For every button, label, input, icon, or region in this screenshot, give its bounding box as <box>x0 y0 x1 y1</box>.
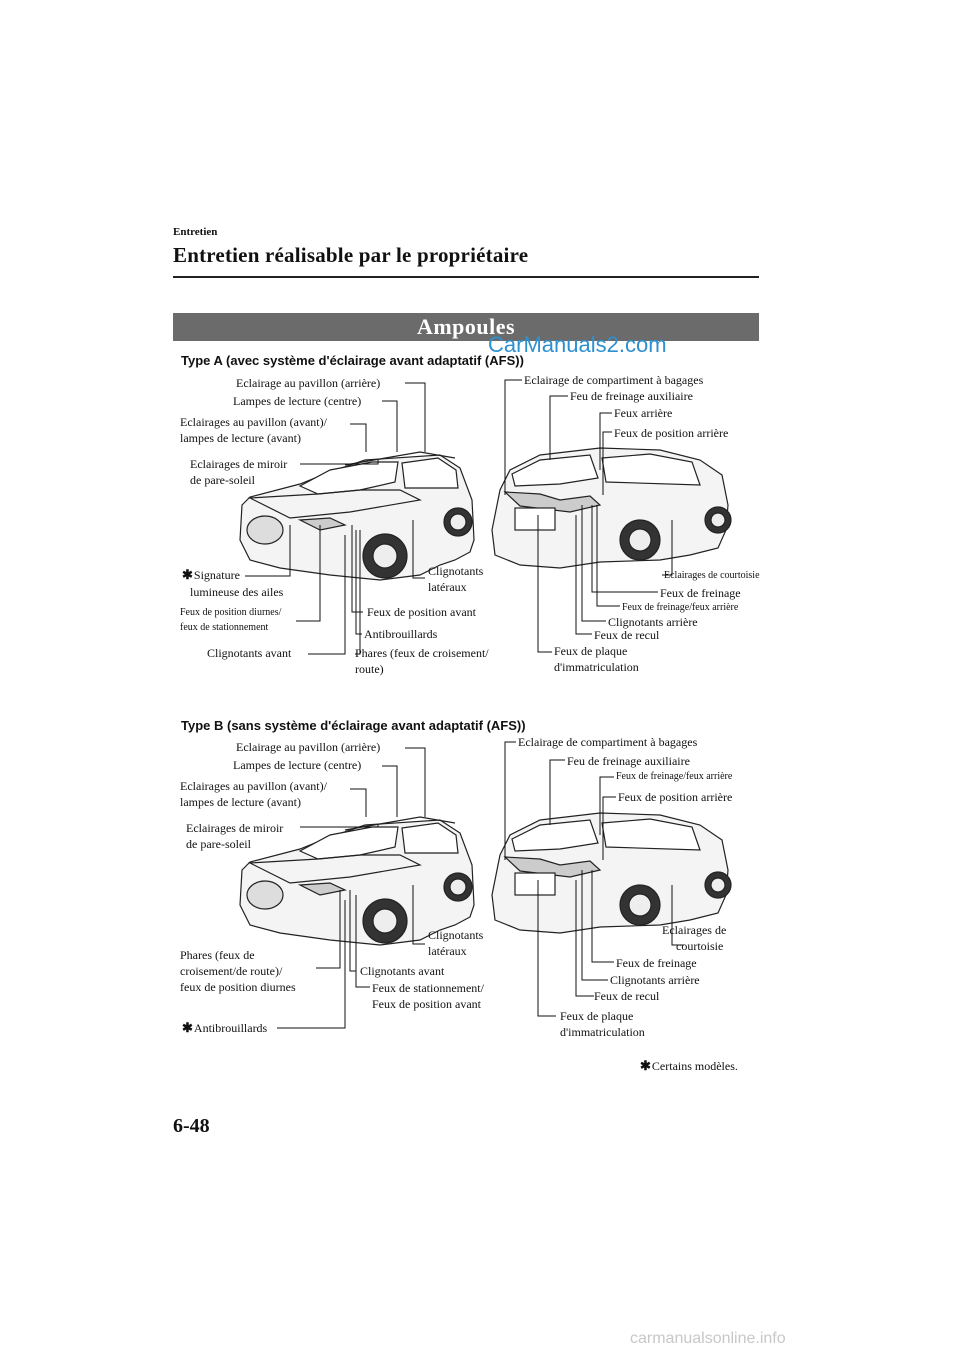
footnote: ✱Certains modèles. <box>640 1058 738 1074</box>
label-a-lampes-lecture-avant: lampes de lecture (avant) <box>180 431 301 445</box>
label-a-clignotants-lateraux: Clignotants <box>428 564 484 578</box>
page-title: Entretien réalisable par le propriétaire <box>173 243 529 267</box>
label-b-freinage-feux-arriere: Feux de freinage/feux arrière <box>616 771 733 782</box>
asterisk-icon: ✱ <box>182 1020 193 1035</box>
rear-car-b-plate <box>514 872 556 896</box>
label-b-position-avant: Feux de position avant <box>372 997 481 1011</box>
label-b-lampes-lecture-centre: Lampes de lecture (centre) <box>233 758 362 772</box>
label-a-signature: ✱Signature <box>182 567 240 583</box>
label-a-lateraux: latéraux <box>428 580 467 594</box>
watermark-text: CarManuals2.com <box>488 332 667 357</box>
label-a-feux-freinage: Feux de freinage <box>660 586 741 600</box>
rear-car-a-taillamp <box>503 491 602 513</box>
label-b-feux-freinage: Feux de freinage <box>616 956 697 970</box>
label-b-lateraux: latéraux <box>428 944 467 958</box>
label-b-eclairage-pavillon-arriere: Eclairage au pavillon (arrière) <box>236 740 381 754</box>
label-b-eclairages-pavillon-avant: Eclairages au pavillon (avant)/ <box>180 779 327 793</box>
rear-car-b-side-window <box>601 818 701 851</box>
label-a-feux-arriere: Feux arrière <box>614 406 673 420</box>
label-b-clignotants-arriere: Clignotants arrière <box>610 973 700 987</box>
label-a-feux-recul: Feux de recul <box>594 628 660 642</box>
label-a-feux-position-avant: Feux de position avant <box>367 605 476 619</box>
label-a-clignotants-avant: Clignotants avant <box>207 646 292 660</box>
label-b-stationnement: Feux de stationnement/ <box>372 981 484 995</box>
front-car-b-headlamp <box>297 882 347 896</box>
front-car-b-hood <box>247 854 422 884</box>
label-a-position-arriere: Feux de position arrière <box>614 426 729 440</box>
label-a-lampes-lecture-centre: Lampes de lecture (centre) <box>233 394 362 408</box>
label-b-courtoisie-line2: courtoisie <box>676 939 724 953</box>
label-b-clignotants-avant: Clignotants avant <box>360 964 445 978</box>
label-b-compartiment-bagages: Eclairage de compartiment à bagages <box>518 735 698 749</box>
rear-car-b-taillamp <box>503 856 602 878</box>
label-a-stationnement: feux de stationnement <box>180 622 269 633</box>
front-car-b-side-window <box>401 822 459 854</box>
label-a-eclairage-pavillon-arriere: Eclairage au pavillon (arrière) <box>236 376 381 390</box>
label-a-plaque: Feux de plaque <box>554 644 628 658</box>
front-car-a-headlamp <box>297 517 347 531</box>
label-a-signature-text: Signature <box>193 568 240 582</box>
label-a-freinage-auxiliaire: Feu de freinage auxiliaire <box>570 389 693 403</box>
label-b-position-arriere: Feux de position arrière <box>618 790 733 804</box>
label-b-lampes-lecture-avant: lampes de lecture (avant) <box>180 795 301 809</box>
label-a-clignotants-arriere: Clignotants arrière <box>608 615 698 629</box>
label-b-feux-recul: Feux de recul <box>594 989 660 1003</box>
banner-title: Ampoules <box>416 314 516 339</box>
section-label: Entretien <box>173 226 218 238</box>
label-a-pare-soleil: de pare-soleil <box>190 473 255 487</box>
label-a-miroir: Eclairages de miroir <box>190 457 288 471</box>
front-car-b-grille <box>246 880 284 910</box>
label-a-antibrouillards: Antibrouillards <box>364 627 438 641</box>
title-rule <box>173 276 759 278</box>
label-b-antibrouillards-text: Antibrouillards <box>193 1021 268 1035</box>
front-car-a-grille <box>246 515 284 545</box>
label-b-position-diurnes: feux de position diurnes <box>180 980 296 994</box>
footer-watermark: carmanualsonline.info <box>630 1330 786 1347</box>
label-a-courtoisie: Eclairages de courtoisie <box>664 570 760 581</box>
asterisk-icon: ✱ <box>640 1058 651 1073</box>
label-a-freinage-feux-arriere: Feux de freinage/feux arrière <box>622 602 739 613</box>
label-a-signature-line2: lumineuse des ailes <box>190 585 284 599</box>
type-b-heading: Type B (sans système d'éclairage avant a… <box>181 718 526 733</box>
label-b-freinage-auxiliaire: Feu de freinage auxiliaire <box>567 754 690 768</box>
label-b-clignotants-lateraux: Clignotants <box>428 928 484 942</box>
label-a-diurnes: Feux de position diurnes/ <box>180 607 282 618</box>
label-b-phares: Phares (feux de <box>180 948 255 962</box>
label-a-compartiment-bagages: Eclairage de compartiment à bagages <box>524 373 704 387</box>
asterisk-icon: ✱ <box>182 567 193 582</box>
label-b-immatriculation: d'immatriculation <box>560 1025 645 1039</box>
rear-car-b-rear-window <box>511 819 599 852</box>
section-banner: Ampoules <box>173 313 759 341</box>
front-car-a-hood <box>247 489 422 519</box>
label-b-croisement-route: croisement/de route)/ <box>180 964 283 978</box>
label-a-phares: Phares (feux de croisement/ <box>355 646 489 660</box>
page-number: 6-48 <box>173 1115 210 1137</box>
footnote-text: Certains modèles. <box>651 1059 738 1073</box>
front-car-a-side-window <box>401 457 459 489</box>
label-a-phares-route: route) <box>355 662 384 676</box>
rear-car-a-side-window <box>601 453 701 486</box>
label-b-plaque: Feux de plaque <box>560 1009 634 1023</box>
label-a-immatriculation: d'immatriculation <box>554 660 639 674</box>
label-b-courtoisie: Eclairages de <box>662 923 727 937</box>
label-b-antibrouillards: ✱Antibrouillards <box>182 1020 267 1036</box>
rear-car-a-rear-window <box>511 454 599 487</box>
label-b-miroir: Eclairages de miroir <box>186 821 284 835</box>
label-a-eclairages-pavillon-avant: Eclairages au pavillon (avant)/ <box>180 415 327 429</box>
type-a-heading: Type A (avec système d'éclairage avant a… <box>181 353 524 368</box>
label-b-pare-soleil: de pare-soleil <box>186 837 251 851</box>
rear-car-a-plate <box>514 507 556 531</box>
